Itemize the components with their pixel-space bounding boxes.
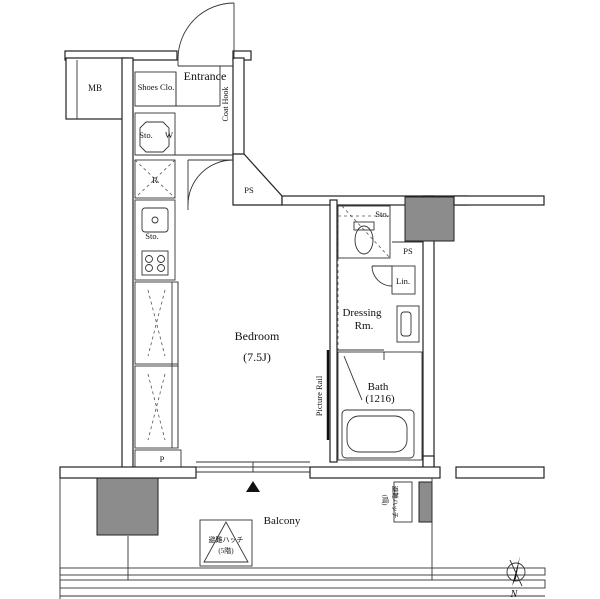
label-evac-partition-1: 避難ハッチ <box>391 486 400 519</box>
label-bath-size: (1216) <box>365 393 395 405</box>
label-evac-hatch-1: 避難ハッチ <box>209 535 244 544</box>
label-bedroom: Bedroom <box>235 329 280 343</box>
labels: MB Shoes Clo. Entrance Coat Hook Sto. W … <box>88 69 519 599</box>
label-bedroom-size: (7.5J) <box>243 350 271 364</box>
label-north: N <box>510 589 519 599</box>
label-coat-hook: Coat Hook <box>221 87 230 122</box>
compass <box>506 556 526 587</box>
label-dressing-2: Rm. <box>355 320 374 332</box>
label-washer: W <box>165 130 173 140</box>
label-ps-left: PS <box>244 185 254 195</box>
wet-area <box>326 205 423 461</box>
label-evac-partition-2: (隔) <box>381 495 390 506</box>
outer-walls <box>64 50 469 469</box>
kitchen-strip <box>134 66 234 469</box>
label-dressing-1: Dressing <box>342 307 382 319</box>
label-balcony: Balcony <box>264 515 301 527</box>
balcony <box>59 478 546 599</box>
label-mb: MB <box>88 83 102 93</box>
label-pipe-p: P <box>160 454 165 464</box>
label-evac-hatch-2: (5階) <box>218 546 234 555</box>
label-bath: Bath <box>368 381 389 393</box>
label-entrance: Entrance <box>184 69 227 83</box>
label-storage-toilet: Sto. <box>375 209 388 219</box>
label-shoes-closet: Shoes Clo. <box>138 82 175 92</box>
label-storage-kitchen: Sto. <box>145 231 158 241</box>
label-refrigerator: R <box>152 175 158 185</box>
label-linen: Lin. <box>396 276 410 286</box>
entrance-door <box>177 2 235 67</box>
south-wall <box>59 195 545 492</box>
label-storage-top: Sto. <box>139 130 152 140</box>
label-ps-right: PS <box>403 246 413 256</box>
label-picture-rail: Picture Rail <box>314 375 324 416</box>
